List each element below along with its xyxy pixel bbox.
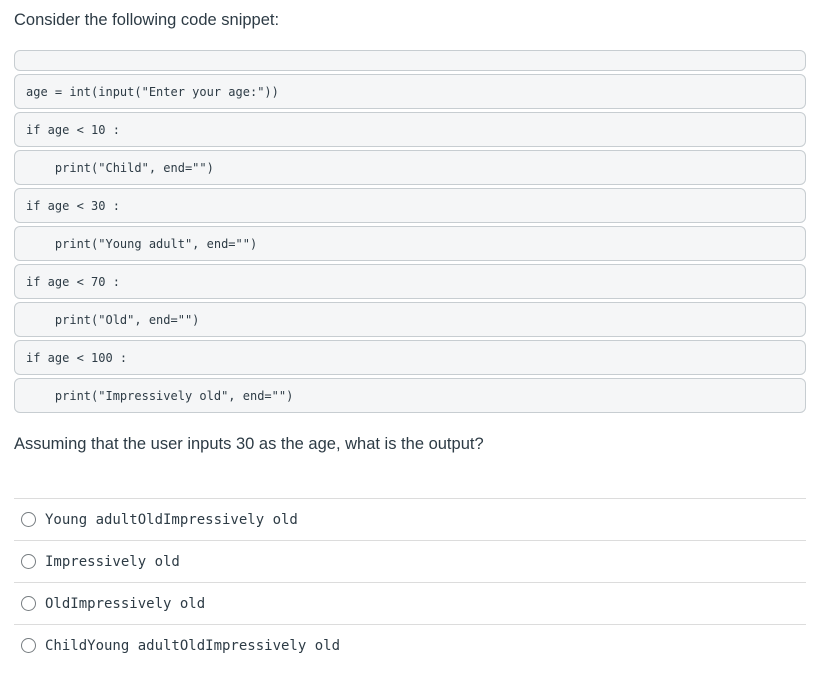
answer-option-label[interactable]: ChildYoung adultOldImpressively old	[45, 637, 341, 654]
answer-option[interactable]: OldImpressively old	[14, 582, 806, 624]
code-line	[14, 50, 806, 71]
question-prompt-text: Assuming that the user inputs 30 as the …	[14, 435, 484, 453]
answer-option-label[interactable]: Young adultOldImpressively old	[45, 511, 298, 528]
code-snippet-block: age = int(input("Enter your age:")) if a…	[14, 50, 806, 413]
code-line: if age < 70 :	[14, 264, 806, 299]
answer-option-label[interactable]: OldImpressively old	[45, 595, 206, 612]
code-line: print("Old", end="")	[14, 302, 806, 337]
radio-button-icon[interactable]	[21, 512, 36, 527]
answer-option-label[interactable]: Impressively old	[45, 553, 180, 570]
code-line: print("Young adult", end="")	[14, 226, 806, 261]
code-line: if age < 30 :	[14, 188, 806, 223]
code-line: if age < 100 :	[14, 340, 806, 375]
code-line: print("Impressively old", end="")	[14, 378, 806, 413]
code-line: print("Child", end="")	[14, 150, 806, 185]
question-intro-text: Consider the following code snippet:	[14, 11, 280, 29]
code-line: age = int(input("Enter your age:"))	[14, 74, 806, 109]
radio-button-icon[interactable]	[21, 554, 36, 569]
answer-option[interactable]: Young adultOldImpressively old	[14, 498, 806, 540]
code-line: if age < 10 :	[14, 112, 806, 147]
radio-button-icon[interactable]	[21, 638, 36, 653]
answer-options-group: Young adultOldImpressively old Impressiv…	[14, 498, 806, 666]
radio-button-icon[interactable]	[21, 596, 36, 611]
answer-option[interactable]: Impressively old	[14, 540, 806, 582]
answer-option[interactable]: ChildYoung adultOldImpressively old	[14, 624, 806, 666]
